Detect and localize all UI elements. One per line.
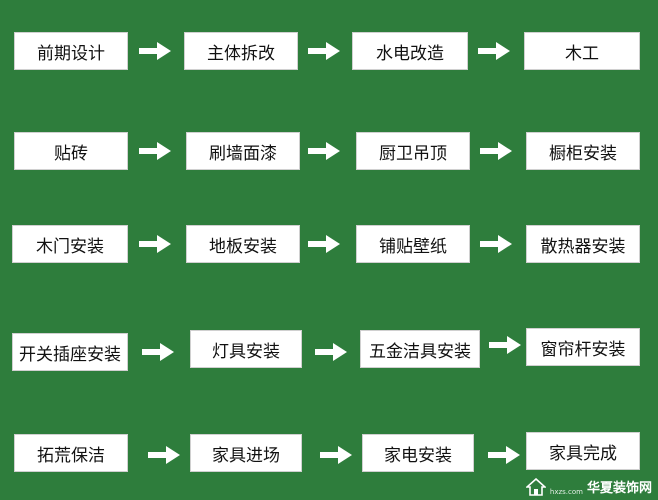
step-box-lighting: 灯具安装	[190, 330, 302, 368]
right-arrow-icon	[306, 139, 342, 163]
watermark-url: hxzs.com	[549, 488, 583, 496]
step-box-curtain-rod: 窗帘杆安装	[526, 328, 640, 366]
step-box-hardware: 五金洁具安装	[360, 330, 480, 368]
step-box-switches: 开关插座安装	[12, 333, 128, 371]
step-box-carpentry: 木工	[524, 32, 640, 70]
step-box-cleaning: 拓荒保洁	[14, 434, 128, 472]
step-box-wallpaper: 铺贴壁纸	[356, 225, 470, 263]
step-box-appliances: 家电安装	[362, 434, 474, 472]
right-arrow-icon	[137, 39, 173, 63]
step-box-complete: 家具完成	[526, 432, 640, 470]
step-box-tiling: 贴砖	[14, 132, 128, 170]
right-arrow-icon	[313, 340, 349, 364]
right-arrow-icon	[306, 39, 342, 63]
right-arrow-icon	[146, 443, 182, 467]
watermark: hxzs.com 华夏装饰网	[524, 477, 652, 496]
right-arrow-icon	[478, 139, 514, 163]
right-arrow-icon	[478, 232, 514, 256]
step-box-flooring: 地板安装	[186, 225, 300, 263]
step-box-plumbing-electric: 水电改造	[352, 32, 468, 70]
right-arrow-icon	[318, 443, 354, 467]
step-box-radiator: 散热器安装	[526, 225, 640, 263]
step-box-demolition: 主体拆改	[184, 32, 298, 70]
right-arrow-icon	[476, 39, 512, 63]
right-arrow-icon	[137, 232, 173, 256]
right-arrow-icon	[486, 443, 522, 467]
step-box-doors: 木门安装	[12, 225, 128, 263]
step-box-cabinets: 橱柜安装	[526, 132, 640, 170]
right-arrow-icon	[137, 139, 173, 163]
right-arrow-icon	[487, 333, 523, 357]
right-arrow-icon	[306, 232, 342, 256]
step-box-ceiling: 厨卫吊顶	[356, 132, 470, 170]
step-box-design: 前期设计	[14, 32, 128, 70]
watermark-brand: 华夏装饰网	[586, 481, 652, 496]
house-logo-icon	[524, 477, 548, 496]
right-arrow-icon	[140, 340, 176, 364]
step-box-wall-paint: 刷墙面漆	[186, 132, 300, 170]
step-box-furniture-in: 家具进场	[190, 434, 302, 472]
